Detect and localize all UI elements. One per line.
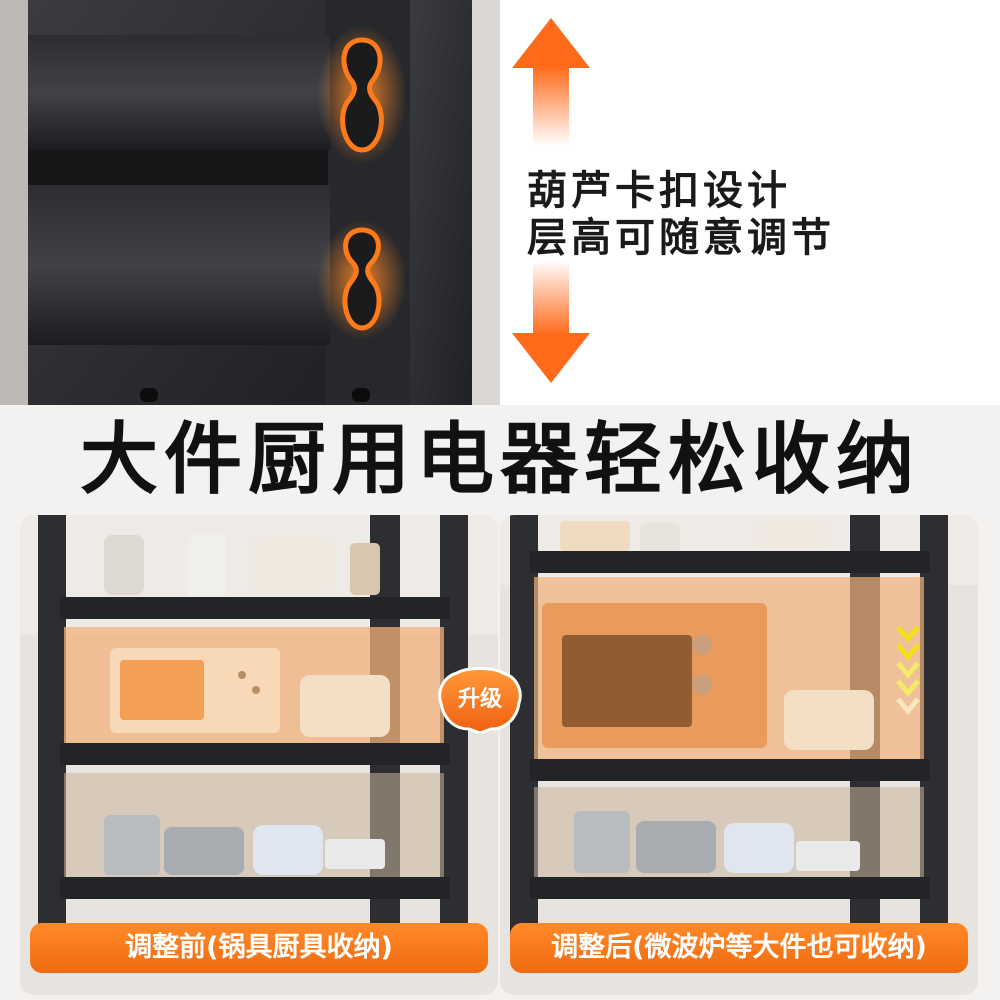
gourd-slot-icon [342, 227, 382, 331]
feature-panel: 葫芦卡扣设计 层高可随意调节 [0, 0, 1000, 405]
feature-line-2: 层高可随意调节 [527, 215, 835, 261]
after-shelf-image [500, 515, 978, 995]
feature-line-1: 葫芦卡扣设计 [527, 168, 791, 214]
after-scene: 调整后(微波炉等大件也可收纳) [500, 515, 978, 995]
arrow-up-icon [512, 18, 590, 146]
gourd-slot-icon [340, 37, 384, 153]
rack-closeup-image [0, 0, 500, 405]
after-caption: 调整后(微波炉等大件也可收纳) [510, 923, 968, 973]
direction-arrows [512, 18, 590, 383]
arrow-down-icon [512, 260, 590, 383]
upgrade-badge-label: 升级 [457, 687, 502, 712]
before-caption: 调整前(锅具厨具收纳) [30, 923, 488, 973]
chevron-down-icon [896, 625, 920, 715]
before-scene: 调整前(锅具厨具收纳) [20, 515, 498, 995]
headline: 大件厨用电器轻松收纳 [79, 415, 920, 505]
upgrade-badge-icon [438, 667, 522, 733]
before-shelf-image [20, 515, 498, 995]
